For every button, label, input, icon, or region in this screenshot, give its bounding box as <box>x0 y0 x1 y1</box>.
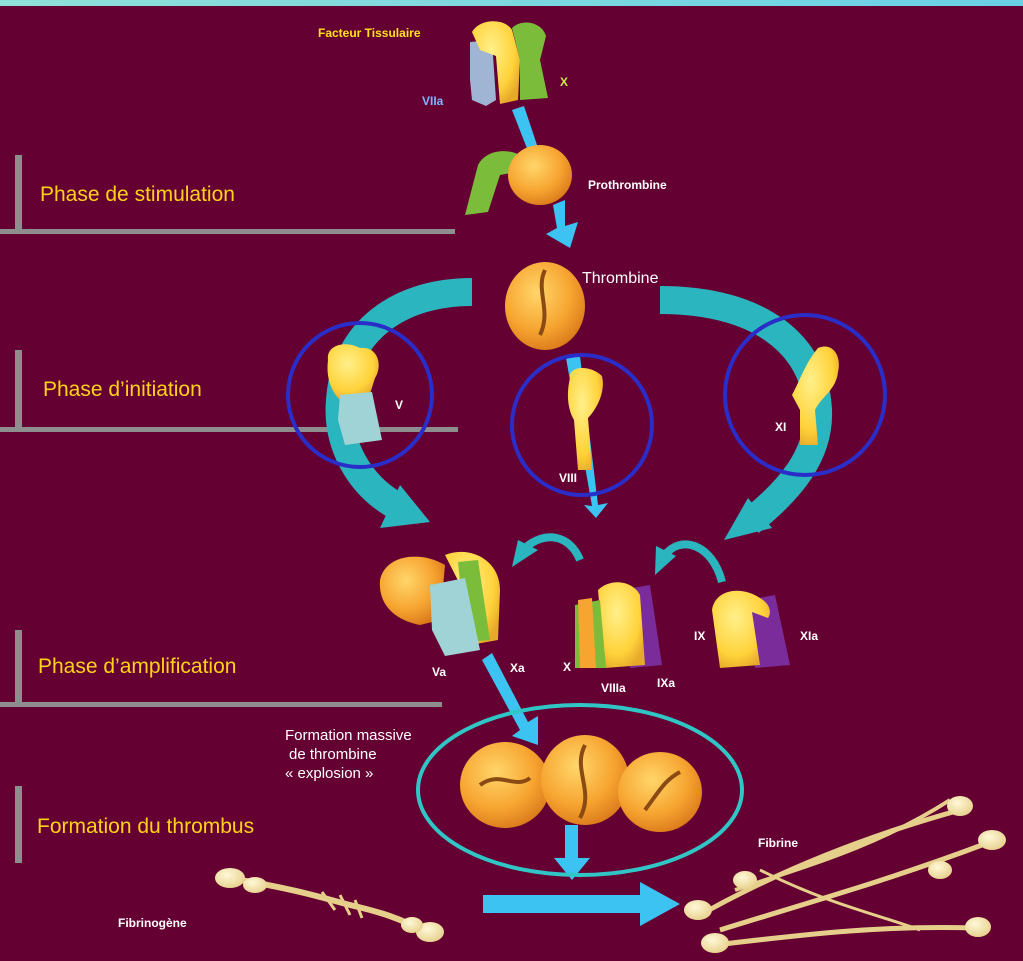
fibrinogene-molecule <box>215 868 444 942</box>
label-prothrombine: Prothrombine <box>588 178 667 192</box>
label-ixa: IXa <box>657 676 675 690</box>
label-xi: XI <box>775 420 786 434</box>
phase-amplification-label: Phase d’amplification <box>38 655 236 679</box>
formation-line-1: Formation massive <box>285 726 412 745</box>
formation-line-2: de thrombine <box>285 745 412 764</box>
label-facteur-tissulaire: Facteur Tissulaire <box>318 26 421 40</box>
phase-stimulation-label: Phase de stimulation <box>40 183 235 207</box>
label-v: V <box>395 398 403 412</box>
separator-amplification-vertical <box>15 630 22 705</box>
label-viiia: VIIIa <box>601 681 626 695</box>
factor-viii-molecule <box>568 368 603 470</box>
separator-stimulation-horizontal <box>0 229 455 234</box>
separator-amplification-horizontal <box>0 702 442 707</box>
x-viiia-ixa-complex <box>575 582 662 668</box>
va-xa-complex <box>380 552 500 656</box>
blue-arrow-fibrinogene-to-fibrine <box>483 882 680 926</box>
separator-initiation-vertical <box>15 350 22 430</box>
prothrombine-orange-part <box>508 145 572 205</box>
viiia-yellow <box>598 582 645 668</box>
phase-thrombus-label: Formation du thrombus <box>37 815 254 839</box>
teal-arrow-small-2 <box>665 544 722 582</box>
label-fibrine: Fibrine <box>758 836 798 850</box>
phase-initiation-label: Phase d’initiation <box>43 378 202 402</box>
formation-line-3: « explosion » <box>285 764 412 783</box>
thrombine-molecule <box>505 262 585 350</box>
label-xa: Xa <box>510 661 525 675</box>
blue-arrow-viia-to-prothrombine <box>512 106 538 151</box>
label-x-mid: X <box>563 660 571 674</box>
label-x-top: X <box>560 75 568 89</box>
label-xia: XIa <box>800 629 818 643</box>
label-fibrinogene: Fibrinogène <box>118 916 187 930</box>
separator-stimulation-vertical <box>15 155 22 233</box>
separator-thrombus-vertical <box>15 786 22 863</box>
label-thrombine: Thrombine <box>582 270 658 288</box>
blue-arrow-prothrombine-to-thrombine <box>546 200 578 248</box>
tf-viia-x-complex <box>470 21 548 106</box>
thrombin-burst <box>460 735 702 832</box>
teal-arrow-right <box>660 300 818 522</box>
ix-xia-complex <box>712 591 790 668</box>
separator-initiation-horizontal <box>0 427 458 432</box>
label-viia: VIIa <box>422 94 443 108</box>
label-formation-massive: Formation massive de thrombine « explosi… <box>285 726 412 783</box>
label-ix: IX <box>694 629 705 643</box>
label-viii: VIII <box>559 471 577 485</box>
label-va: Va <box>432 665 446 679</box>
blue-arrow-explosion-down <box>554 825 590 880</box>
